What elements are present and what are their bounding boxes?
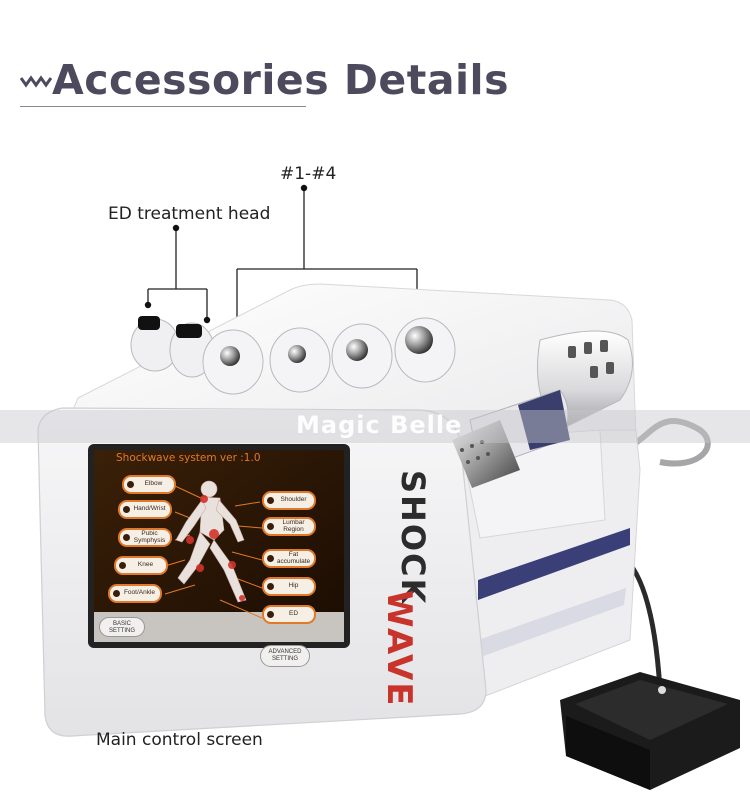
head-3 xyxy=(331,323,393,389)
body-part-icon xyxy=(123,506,130,513)
advanced-setting-label: ADVANCED SETTING xyxy=(268,649,302,662)
brand-shock-text: SHOCK xyxy=(394,470,432,605)
watermark-band xyxy=(0,410,750,443)
screen-menu-label: Hip xyxy=(288,582,299,590)
advanced-setting-button[interactable]: ADVANCED SETTING xyxy=(260,645,310,667)
body-part-icon xyxy=(267,611,274,618)
screen-menu-right-lumbar-region[interactable]: Lumbar Region xyxy=(262,517,316,536)
body-figure xyxy=(175,480,247,603)
body-part-icon xyxy=(123,534,130,541)
foot-pedal xyxy=(560,672,740,790)
screen-menu-left-foot-ankle[interactable]: Foot/Ankle xyxy=(108,584,162,603)
screen-menu-label: Foot/Ankle xyxy=(123,589,156,597)
treatment-heads xyxy=(130,316,456,395)
screen-menu-label: Hand/Wrist xyxy=(133,505,166,513)
screen-menu-left-knee[interactable]: Knee xyxy=(114,556,168,575)
body-part-icon xyxy=(267,583,274,590)
body-part-icon xyxy=(119,562,126,569)
body-part-icon xyxy=(267,497,274,504)
brand-lettering: SHOCK WAVE xyxy=(379,470,432,708)
section-title: Accessories Details xyxy=(18,52,509,112)
screen-menu-right-hip[interactable]: Hip xyxy=(262,577,316,596)
page-title: Accessories Details xyxy=(52,56,509,104)
screen-menu-right-fat-accumulate[interactable]: Fat accumulate xyxy=(262,549,316,568)
callout-range-label: #1-#4 xyxy=(280,164,337,184)
screen-menu-label: Elbow xyxy=(144,480,163,488)
basic-setting-label: BASIC SETTING xyxy=(108,621,135,634)
head-2 xyxy=(269,327,331,393)
screen-menu-label: Pubic Symphysis xyxy=(133,530,166,544)
watermark-text: Magic Belle xyxy=(296,411,463,439)
callout-dot xyxy=(172,224,180,232)
title-underline xyxy=(20,106,306,107)
shockwave-handpiece xyxy=(452,330,633,488)
screen-menu-right-shoulder[interactable]: Shoulder xyxy=(262,491,316,510)
screen-menu-right-ed[interactable]: ED xyxy=(262,605,316,624)
screen-menu-label: ED xyxy=(288,610,299,618)
head-1 xyxy=(202,329,264,395)
callout-dot xyxy=(300,184,308,192)
screen-menu-label: Fat accumulate xyxy=(276,551,311,565)
body-part-icon xyxy=(113,590,120,597)
body-part-icon xyxy=(127,481,134,488)
brand-wave-text: WAVE xyxy=(379,590,419,708)
callout-main-screen-label: Main control screen xyxy=(96,730,263,750)
screen-menu-left-elbow[interactable]: Elbow xyxy=(122,475,176,494)
basic-setting-button[interactable]: BASIC SETTING xyxy=(99,617,145,637)
callout-ed-head-label: ED treatment head xyxy=(108,204,271,224)
body-part-icon xyxy=(267,523,274,530)
screen-menu-left-pubic-symphysis[interactable]: Pubic Symphysis xyxy=(118,528,172,547)
screen-menu-label: Lumbar Region xyxy=(282,519,305,533)
screen-menu-left-hand-wrist[interactable]: Hand/Wrist xyxy=(118,500,172,519)
body-part-icon xyxy=(267,555,274,562)
head-4 xyxy=(394,317,456,383)
wave-icon xyxy=(20,75,52,88)
screen-header: Shockwave system ver :1.0 xyxy=(116,452,261,464)
screen-menu-label: Shoulder xyxy=(280,496,307,504)
screen-menu-label: Knee xyxy=(137,561,154,569)
